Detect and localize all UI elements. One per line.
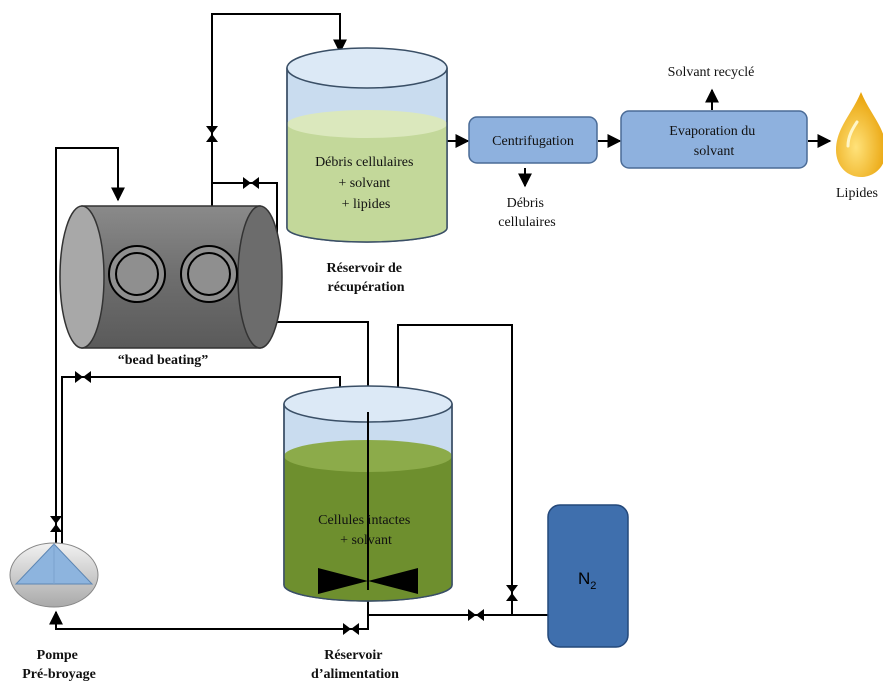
recovery-tank-rim [286, 47, 448, 89]
svg-text:Réservoir d’alimentation: Réservoir d’alimentation [311, 648, 399, 682]
valve-feed-to-pump[interactable] [343, 623, 359, 635]
svg-text:Réservoir de récupératio: Réservoir de récupération [326, 261, 405, 295]
debris-label-line2: cellulaires [498, 215, 556, 230]
pump [9, 542, 99, 608]
valve-pump-left[interactable] [50, 516, 62, 532]
debris-label-line1: Débris [507, 196, 544, 211]
valves [50, 126, 518, 635]
recovery-contents-line2: + solvant [338, 176, 390, 191]
bead-beater [59, 205, 283, 349]
evaporation-label-line2: solvant [694, 144, 735, 159]
pipe-pump-to-bead [55, 147, 125, 545]
valve-n2-bottom[interactable] [468, 609, 484, 621]
feed-contents-line2: + solvant [340, 533, 392, 548]
n2-label: N [578, 569, 590, 588]
centrifugation-box: Centrifugation [468, 116, 598, 164]
valve-to-recovery[interactable] [243, 177, 259, 189]
evaporation-box: Evaporation du solvant [620, 110, 808, 169]
bead-beating-label: “bead beating” [118, 353, 209, 368]
lipid-drop-icon [836, 92, 883, 177]
n2-cylinder: N2 [547, 504, 629, 648]
feed-contents-line1: Cellules intactes [318, 513, 410, 528]
feed-tank-label-line2: d’alimentation [311, 667, 399, 682]
pipe-top-loop [211, 13, 347, 208]
recovery-liquid [287, 124, 447, 242]
pump-label-line1: Pompe [37, 648, 78, 663]
lipids-label: Lipides [836, 186, 878, 201]
bead-beater-end-face [59, 205, 105, 349]
evaporation-label-line1: Evaporation du [669, 124, 755, 139]
recovery-tank: Débris cellulaires + solvant + lipides R… [286, 47, 448, 295]
recovery-contents-line1: Débris cellulaires [315, 155, 413, 170]
svg-text:Débris cellulaires: Débris cellulaires [498, 196, 556, 230]
recycled-solvent-label: Solvant recyclé [668, 65, 755, 80]
bead-window-left [108, 245, 166, 303]
svg-text:Débris cellulaires + sol: Débris cellulaires + solvant + lipides [315, 155, 417, 212]
bead-window-right [180, 245, 238, 303]
n2-subscript: 2 [590, 580, 596, 592]
lipid-drop [836, 92, 883, 177]
recovery-tank-label-line1: Réservoir de [326, 261, 402, 276]
svg-text:Pompe Pré-broyage: Pompe Pré-broyage [22, 648, 96, 682]
valve-n2-vertical[interactable] [506, 585, 518, 601]
centrifugation-label: Centrifugation [492, 134, 574, 149]
svg-text:N2: N2 [578, 569, 596, 592]
pipe-feed-to-pump [49, 602, 369, 630]
recovery-contents-line3: + lipides [342, 197, 391, 212]
valve-to-feed-top[interactable] [75, 371, 91, 383]
svg-text:Cellules intactes + solv: Cellules intactes + solvant [318, 513, 414, 548]
recovery-tank-label-line2: récupération [328, 280, 405, 295]
feed-tank: Cellules intactes + solvant Réservoir d’… [283, 385, 453, 682]
pump-label-line2: Pré-broyage [22, 667, 96, 682]
svg-text:Evaporation du solvant: Evaporation du solvant [669, 124, 758, 159]
feed-tank-label-line1: Réservoir [324, 648, 382, 663]
valve-top-vertical[interactable] [206, 126, 218, 142]
stirrer-icon [318, 568, 418, 594]
